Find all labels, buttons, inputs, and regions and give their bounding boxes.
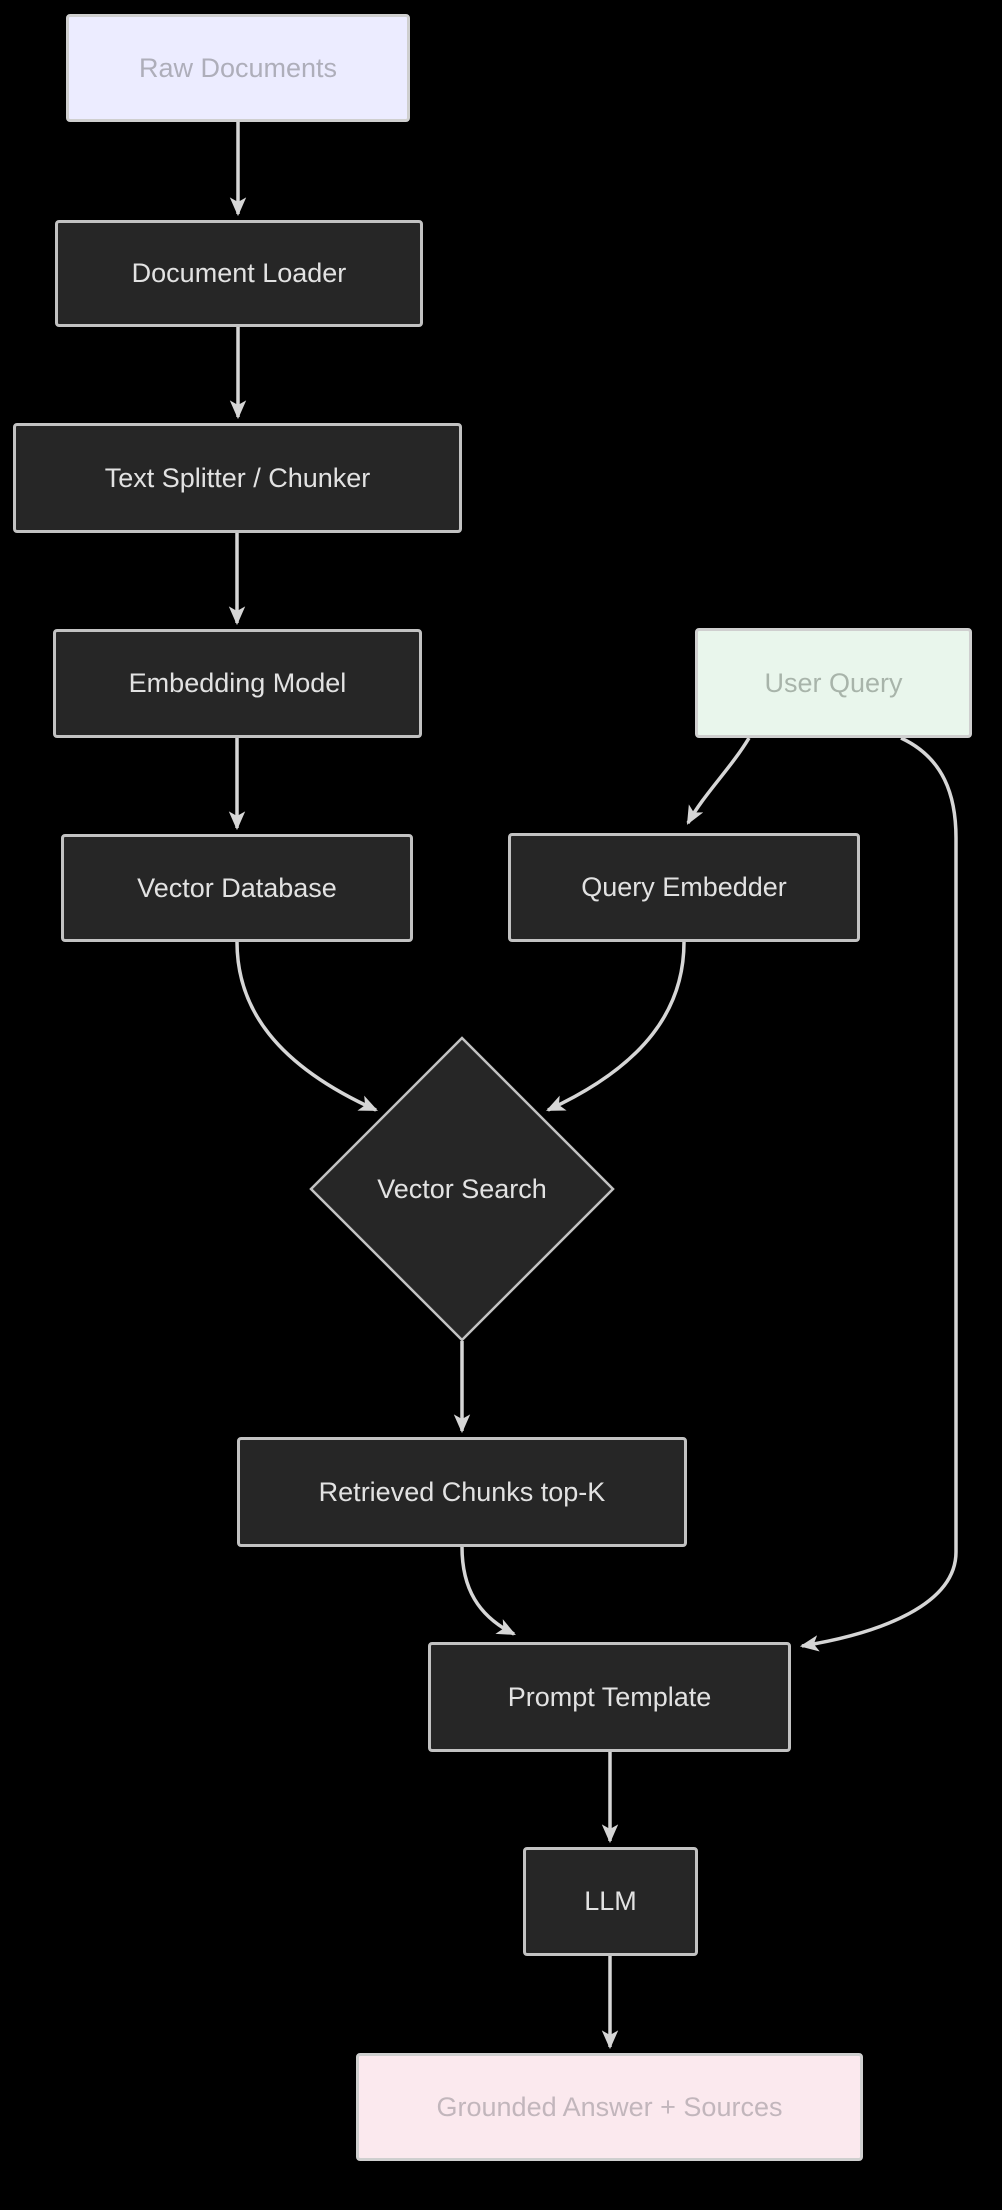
node-vector-database-label: Vector Database (137, 872, 337, 903)
node-retrieved-chunks-label: Retrieved Chunks top-K (318, 1476, 606, 1507)
node-raw-documents: Raw Documents (66, 14, 410, 122)
node-vector-search: Vector Search (322, 1159, 602, 1219)
edge-vector-database-to-vector-search (235, 941, 378, 1112)
node-embedding-model-label: Embedding Model (128, 668, 347, 699)
node-query-embedder-label: Query Embedder (581, 872, 787, 903)
node-document-loader-label: Document Loader (131, 258, 347, 289)
edge-query-embedder-to-vector-search (546, 941, 686, 1112)
node-user-query: User Query (695, 628, 972, 738)
edge-user-query-to-prompt-template (799, 736, 958, 1652)
node-vector-search-label: Vector Search (377, 1173, 547, 1204)
node-prompt-template-label: Prompt Template (507, 1681, 712, 1712)
node-retrieved-chunks: Retrieved Chunks top-K (237, 1437, 687, 1547)
edge-user-query-to-query-embedder (686, 737, 751, 825)
node-llm-label: LLM (584, 1886, 637, 1917)
node-vector-database: Vector Database (61, 834, 413, 942)
node-grounded-answer-label: Grounded Answer + Sources (436, 2091, 783, 2122)
vector-search-diamond (309, 1036, 615, 1342)
node-document-loader: Document Loader (55, 220, 423, 327)
node-text-splitter-label: Text Splitter / Chunker (104, 462, 371, 493)
node-text-splitter: Text Splitter / Chunker (13, 423, 462, 533)
node-query-embedder: Query Embedder (508, 833, 860, 942)
node-embedding-model: Embedding Model (53, 629, 422, 738)
node-prompt-template: Prompt Template (428, 1642, 791, 1752)
edge-retrieved-chunks-to-prompt-template (460, 1546, 516, 1636)
node-llm: LLM (523, 1847, 698, 1956)
node-grounded-answer: Grounded Answer + Sources (356, 2053, 863, 2161)
node-user-query-label: User Query (764, 667, 903, 698)
node-raw-documents-label: Raw Documents (138, 52, 338, 83)
